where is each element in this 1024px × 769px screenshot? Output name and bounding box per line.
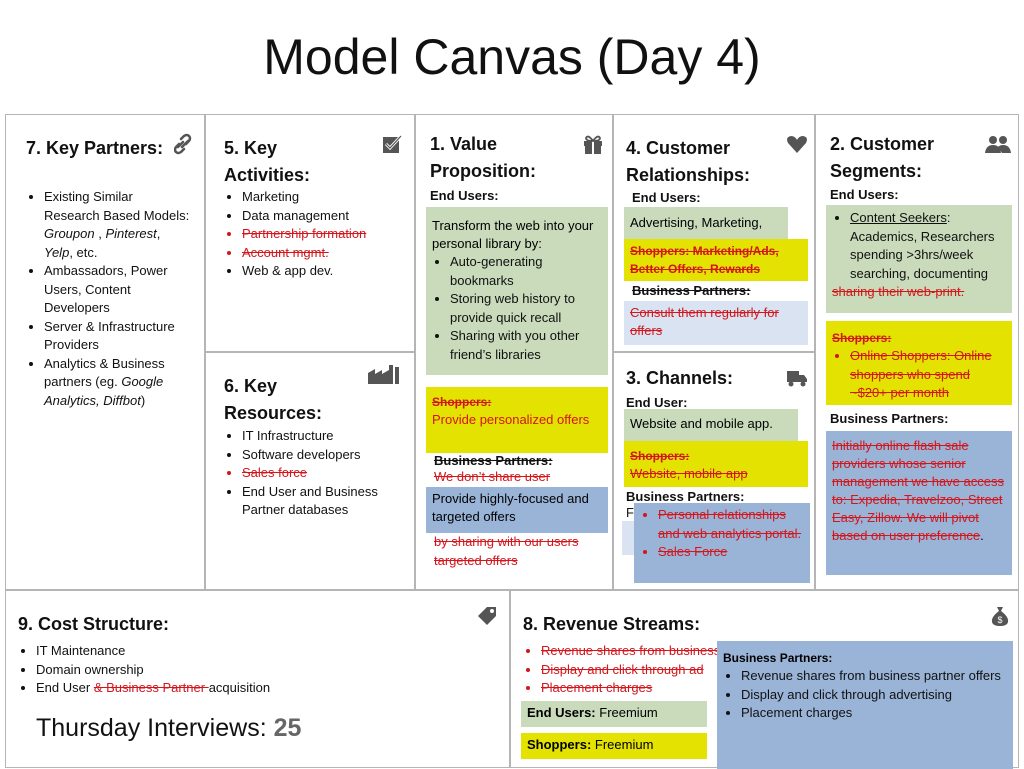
list-item: End User & Business Partner acquisition [36, 679, 418, 698]
revenue-streams-heading: 8. Revenue Streams: [523, 614, 701, 634]
list-item: Account mgmt. [242, 244, 399, 263]
key-activities-cell: 5. Key Activities: Marketing Data manage… [205, 114, 415, 352]
customer-relationships-bp-note: Consult them regularly for offers [624, 301, 808, 345]
gift-icon [584, 135, 602, 154]
key-partners-heading: 7. Key Partners: [26, 138, 164, 158]
heart-icon [787, 136, 807, 153]
tag-icon [478, 607, 496, 625]
truck-icon [787, 371, 807, 387]
revenue-streams-struck-list: Revenue shares from business Display and… [523, 642, 728, 698]
customer-relationships-shoppers-note: Shoppers: Marketing/Ads, Better Offers, … [624, 239, 808, 281]
list-item: Ambassadors, Power Users, Content Develo… [44, 262, 191, 318]
list-item: Software developers [242, 446, 399, 465]
list-item: Sales Force [658, 543, 804, 562]
customer-segments-shoppers-note: Shoppers: Online Shoppers: Online shoppe… [826, 321, 1012, 405]
customer-segments-bp-label: Business Partners: [830, 411, 949, 426]
revenue-streams-shoppers-note: Shoppers: Freemium [521, 733, 707, 759]
list-item: Content Seekers: Academics, Researchers … [850, 209, 1006, 283]
channels-heading: 3. Channels: [626, 368, 734, 388]
list-item: Sales force [242, 464, 399, 483]
value-proposition-bp-label: Business Partners: [434, 453, 553, 468]
list-item: Display and click through advertising [741, 686, 1007, 705]
list-item: Web & app dev. [242, 262, 399, 281]
value-proposition-heading: 1. Value Proposition: [430, 134, 536, 181]
customer-relationships-cell: 4. Customer Relationships: End Users: Ad… [613, 114, 815, 352]
key-partners-list: Existing Similar Research Based Models: … [26, 188, 191, 410]
customer-relationships-bp-label: Business Partners: [632, 283, 751, 298]
revenue-streams-end-users-note: End Users: Freemium [521, 701, 707, 727]
list-item: IT Infrastructure [242, 427, 399, 446]
key-resources-cell: 6. Key Resources: IT Infrastructure Soft… [205, 352, 415, 590]
thursday-interviews: Thursday Interviews: 25 [36, 714, 301, 743]
customer-relationships-heading: 4. Customer Relationships: [626, 138, 751, 185]
list-item: Placement charges [741, 704, 1007, 723]
thursday-interviews-count: 25 [273, 714, 302, 742]
list-item: Auto-generating bookmarks [450, 253, 602, 290]
value-proposition-bp-struck: We don’t share user [434, 469, 551, 484]
list-item: Storing web history to provide quick rec… [450, 290, 602, 327]
channels-shoppers-note: Shoppers: Website, mobile app [624, 441, 808, 487]
cost-structure-cell: 9. Cost Structure: IT Maintenance Domain… [5, 590, 510, 768]
channels-cell: 3. Channels: End User: Website and mobil… [613, 352, 815, 590]
checkbox-icon [383, 134, 403, 153]
svg-text:$: $ [997, 615, 1002, 625]
list-item: IT Maintenance [36, 642, 418, 661]
list-item: Marketing [242, 188, 399, 207]
business-model-canvas: 7. Key Partners: Existing Similar Resear… [5, 114, 1019, 769]
key-resources-list: IT Infrastructure Software developers Sa… [224, 427, 399, 520]
customer-segments-cell: 2. Customer Segments: End Users: Content… [815, 114, 1019, 590]
list-item: Online Shoppers: Online shoppers who spe… [850, 347, 1006, 403]
list-item: Placement charges [541, 679, 728, 698]
list-item: Domain ownership [36, 661, 418, 680]
list-item: Analytics & Business partners (eg. Googl… [44, 355, 191, 411]
list-item: Data management [242, 207, 399, 226]
revenue-streams-cell: 8. Revenue Streams: $ Revenue shares fro… [510, 590, 1019, 769]
list-item: Existing Similar Research Based Models: … [44, 188, 191, 262]
value-proposition-bp-note: Provide highly-focused and targeted offe… [426, 487, 608, 533]
list-item: Sharing with you other friend’s librarie… [450, 327, 602, 364]
list-item: Revenue shares from business [541, 642, 728, 661]
list-item: Revenue shares from business partner off… [741, 667, 1007, 686]
list-item: Personal relationships and web analytics… [658, 506, 804, 543]
value-proposition-end-users-label: End Users: [430, 188, 499, 203]
channels-end-user-label: End User: [626, 395, 688, 410]
page-title: Model Canvas (Day 4) [263, 29, 761, 85]
factory-icon [368, 365, 399, 384]
cost-structure-list: IT Maintenance Domain ownership End User… [18, 642, 418, 698]
value-proposition-bp-below: by sharing with our users targeted offer… [434, 534, 579, 568]
customer-relationships-end-users-note: Advertising, Marketing, [624, 207, 788, 241]
link-icon [174, 133, 192, 155]
channels-end-user-note: Website and mobile app. [624, 409, 798, 441]
channels-bp-note: Personal relationships and web analytics… [634, 503, 810, 583]
value-proposition-shoppers-note: Shoppers: Provide personalized offers [426, 387, 608, 453]
customer-segments-bp-note: Initially online flash sale providers wh… [826, 431, 1012, 575]
list-item: Server & Infrastructure Providers [44, 318, 191, 355]
customer-segments-end-users-note: Content Seekers: Academics, Researchers … [826, 205, 1012, 313]
list-item: Display and click through ad [541, 661, 728, 680]
channels-bp-letter: F [626, 505, 634, 520]
list-item: Partnership formation [242, 225, 399, 244]
revenue-streams-bp-note: Business Partners: Revenue shares from b… [717, 641, 1013, 769]
key-partners-cell: 7. Key Partners: Existing Similar Resear… [5, 114, 205, 590]
customer-segments-heading: 2. Customer Segments: [830, 134, 935, 181]
money-bag-icon: $ [991, 607, 1009, 626]
value-proposition-cell: 1. Value Proposition: End Users: Transfo… [415, 114, 613, 590]
customer-relationships-end-users-label: End Users: [632, 190, 701, 205]
cost-structure-heading: 9. Cost Structure: [18, 614, 170, 634]
customer-segments-end-users-label: End Users: [830, 187, 899, 202]
people-icon [985, 136, 1011, 153]
key-activities-heading: 5. Key Activities: [224, 138, 311, 185]
value-proposition-end-users-note: Transform the web into your personal lib… [426, 207, 608, 375]
channels-bp-label: Business Partners: [626, 489, 745, 504]
list-item: End User and Business Partner databases [242, 483, 399, 520]
key-activities-list: Marketing Data management Partnership fo… [224, 188, 399, 281]
key-resources-heading: 6. Key Resources: [224, 376, 323, 423]
thursday-interviews-label: Thursday Interviews: [36, 714, 267, 742]
